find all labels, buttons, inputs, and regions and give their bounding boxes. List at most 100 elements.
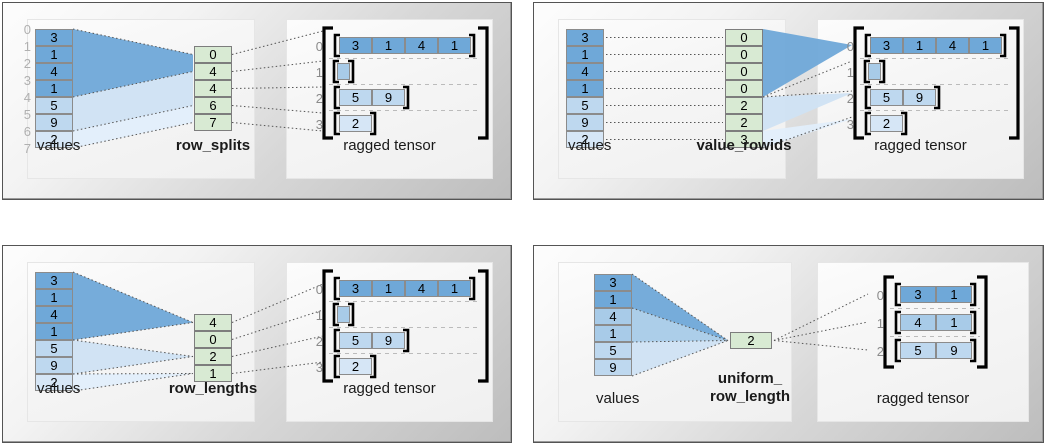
value-index-label: 3: [23, 73, 31, 88]
value-cell: 1: [35, 46, 73, 63]
value-cell: 4: [594, 308, 632, 325]
ragged-row-index: 0: [876, 288, 884, 303]
ragged-item-cell: 1: [438, 280, 471, 297]
ragged-row-index: 2: [315, 334, 323, 349]
ragged-item-cell: 1: [969, 37, 1002, 54]
ragged-row-index: 0: [315, 282, 323, 297]
ragged-item-cell: 9: [936, 342, 972, 359]
value-cell: 9: [35, 357, 73, 374]
value-index-label: 4: [23, 90, 31, 105]
ragged-item-cell: 3: [900, 286, 936, 303]
value-cell: 3: [566, 29, 604, 46]
value-cell: 1: [566, 80, 604, 97]
ragged-item-cell: 1: [372, 280, 405, 297]
value-cell: 9: [566, 114, 604, 131]
caption-values: values: [596, 390, 640, 407]
caption-encoding-line1: uniform_: [717, 370, 783, 387]
ragged-item-cell: 9: [372, 332, 405, 349]
value-cell: 5: [35, 340, 73, 357]
encoding-cell: 2: [725, 97, 763, 114]
ragged-row-index: 1: [315, 308, 323, 323]
caption-ragged-tensor: ragged tensor: [874, 137, 967, 154]
ragged-item-cell: 1: [936, 286, 972, 303]
ragged-item-cell: 4: [936, 37, 969, 54]
encoding-cell: 2: [194, 348, 232, 365]
caption-encoding: row_splits: [175, 137, 251, 154]
ragged-empty-cell: [337, 306, 350, 323]
value-cell: 3: [35, 272, 73, 289]
ragged-item-cell: 3: [339, 37, 372, 54]
value-cell: 1: [594, 325, 632, 342]
caption-encoding: row_lengths: [168, 380, 258, 397]
caption-values: values: [37, 137, 81, 154]
value-cell: 1: [566, 46, 604, 63]
encoding-cell: 0: [194, 331, 232, 348]
caption-values: values: [37, 380, 81, 397]
encoding-cell: 7: [194, 114, 232, 131]
value-index-label: 5: [23, 107, 31, 122]
value-cell: 1: [35, 80, 73, 97]
value-cell: 2: [566, 131, 604, 148]
value-index-label: 7: [23, 141, 31, 156]
caption-ragged-tensor: ragged tensor: [343, 137, 436, 154]
ragged-empty-cell: [337, 63, 350, 80]
value-cell: 2: [35, 131, 73, 148]
ragged-row-index: 1: [876, 316, 884, 331]
encoding-cell: 2: [725, 114, 763, 131]
value-cell: 4: [566, 63, 604, 80]
ragged-item-cell: 5: [900, 342, 936, 359]
ragged-row-index: 1: [315, 65, 323, 80]
value-index-label: 0: [23, 22, 31, 37]
value-index-label: 2: [23, 56, 31, 71]
ragged-row-index: 3: [846, 117, 854, 132]
value-cell: 5: [35, 97, 73, 114]
value-cell: 4: [35, 63, 73, 80]
ragged-item-cell: 2: [870, 115, 903, 132]
value-index-label: 6: [23, 124, 31, 139]
encoding-cell: 4: [194, 80, 232, 97]
ragged-item-cell: 1: [936, 314, 972, 331]
ragged-item-cell: 5: [870, 89, 903, 106]
value-cell: 2: [35, 374, 73, 391]
ragged-row-index: 2: [846, 91, 854, 106]
ragged-row-index: 1: [846, 65, 854, 80]
ragged-item-cell: 2: [339, 115, 372, 132]
ragged-item-cell: 1: [903, 37, 936, 54]
encoding-cell: 3: [725, 131, 763, 148]
caption-ragged-tensor: ragged tensor: [343, 380, 436, 397]
value-cell: 3: [35, 29, 73, 46]
ragged-item-cell: 4: [405, 37, 438, 54]
encoding-cell: 2: [730, 332, 772, 349]
value-cell: 1: [594, 291, 632, 308]
ragged-item-cell: 9: [903, 89, 936, 106]
ragged-row-index: 3: [315, 117, 323, 132]
ragged-row-index: 0: [846, 39, 854, 54]
ragged-empty-cell: [868, 63, 881, 80]
encoding-cell: 0: [194, 46, 232, 63]
ragged-item-cell: 5: [339, 332, 372, 349]
value-cell: 5: [594, 342, 632, 359]
ragged-item-cell: 2: [339, 358, 372, 375]
encoding-cell: 0: [725, 63, 763, 80]
ragged-row-index: 0: [315, 39, 323, 54]
value-index-label: 1: [23, 39, 31, 54]
ragged-item-cell: 5: [339, 89, 372, 106]
value-cell: 5: [566, 97, 604, 114]
encoding-cell: 1: [194, 365, 232, 382]
caption-values: values: [568, 137, 612, 154]
ragged-row-index: 2: [876, 344, 884, 359]
value-cell: 3: [594, 274, 632, 291]
encoding-cell: 4: [194, 314, 232, 331]
encoding-cell: 6: [194, 97, 232, 114]
caption-ragged-tensor: ragged tensor: [876, 390, 970, 407]
ragged-item-cell: 1: [372, 37, 405, 54]
caption-encoding-line2: row_length: [709, 388, 790, 405]
ragged-item-cell: 3: [870, 37, 903, 54]
value-cell: 9: [35, 114, 73, 131]
value-cell: 4: [35, 306, 73, 323]
